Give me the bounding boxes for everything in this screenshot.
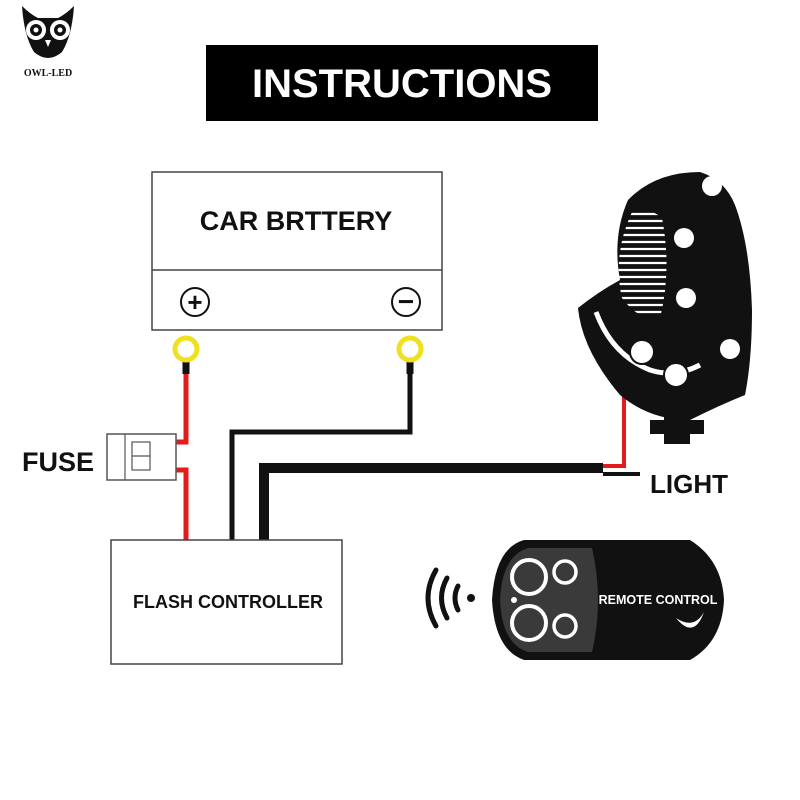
positive-wire-top [176,368,189,445]
logo-text: OWL-LED [24,68,72,79]
flash-controller-box [110,539,343,665]
positive-terminal-ring [172,335,200,363]
negative-terminal-ring [396,335,424,363]
remote-control-label: REMOTE CONTROL [599,593,718,607]
positive-symbol: + [187,287,202,317]
title-banner [206,45,598,121]
light-cable [259,463,603,540]
remote-button-4 [552,613,578,639]
led-light [578,172,752,444]
light-label: LIGHT [650,469,728,499]
remote-button-1 [510,558,548,596]
owl-logo [22,6,74,58]
remote-control [492,540,724,660]
fuse-holder [106,433,177,481]
wires [176,360,640,540]
negative-symbol: − [398,286,414,317]
positive-wire-bottom [176,467,189,540]
positive-terminal [180,287,210,317]
battery-label: CAR BRTTERY [200,206,393,236]
negative-terminal [391,287,421,317]
ground-wire [229,368,413,540]
fuse-label: FUSE [22,447,94,477]
remote-button-2 [552,559,578,585]
signal-waves-icon [425,567,475,629]
remote-button-3 [510,604,548,642]
page-title: INSTRUCTIONS [252,62,552,106]
flash-controller-label: FLASH CONTROLLER [133,592,323,612]
